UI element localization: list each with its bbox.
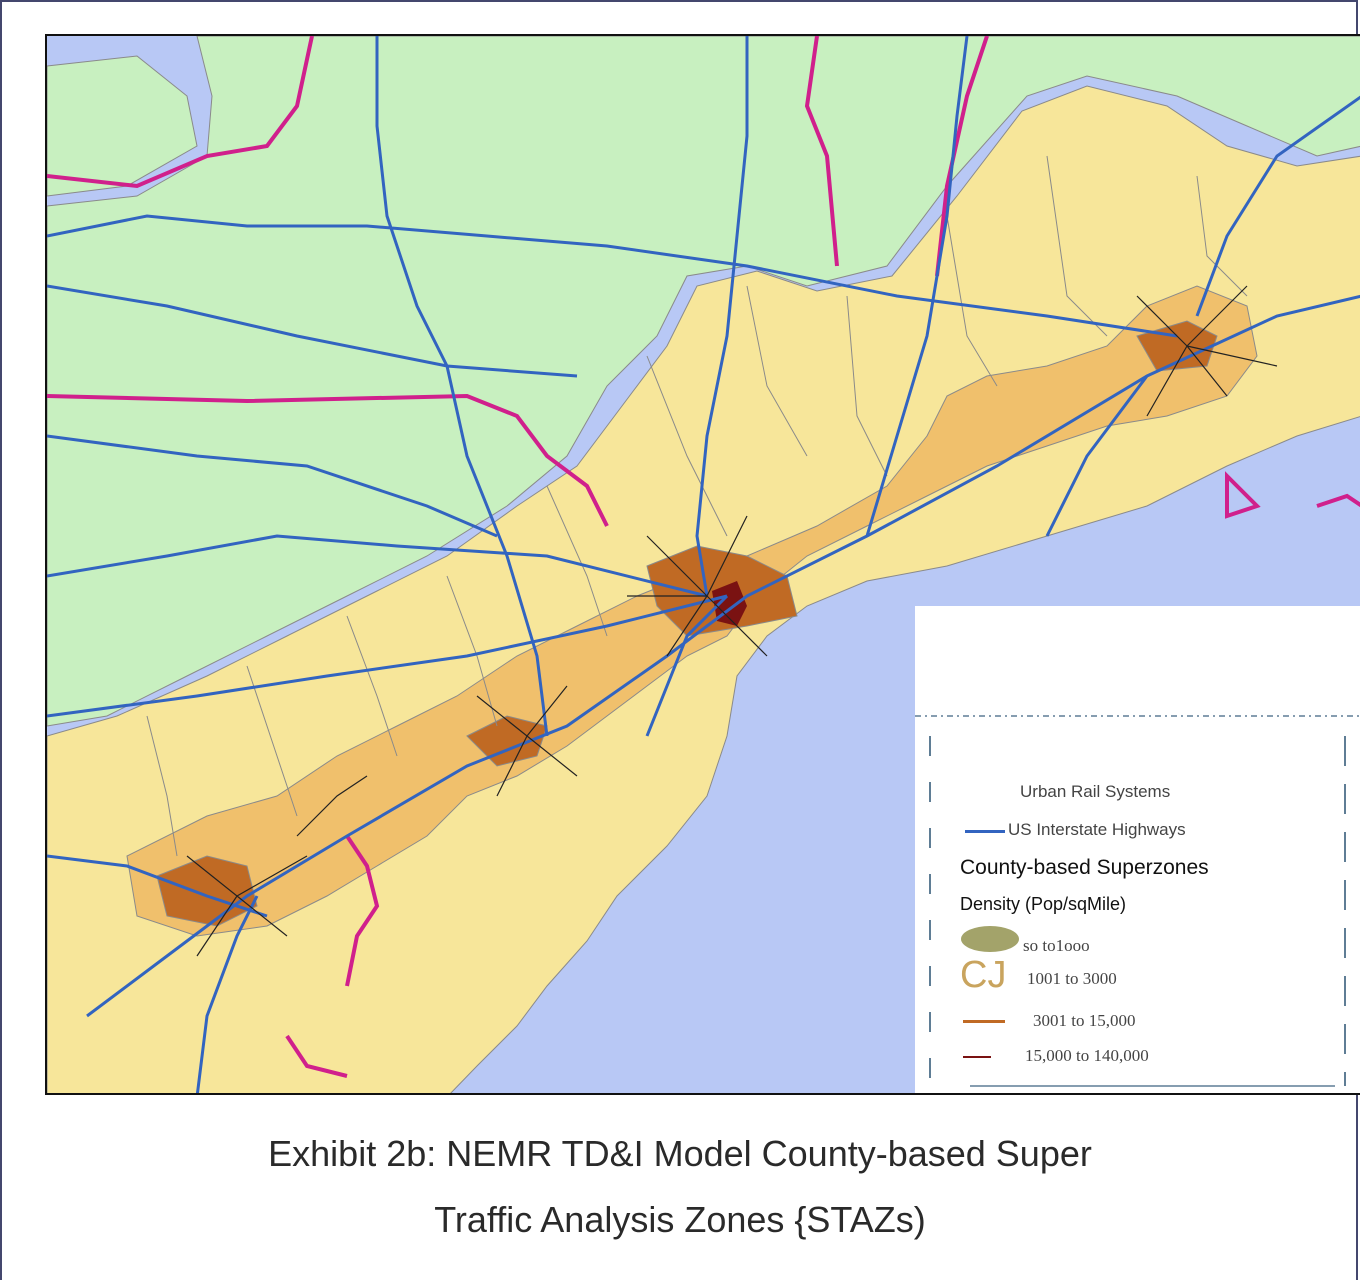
legend-rail-label: Urban Rail Systems bbox=[1020, 782, 1171, 801]
state-borders bbox=[47, 36, 1360, 1078]
legend-box-lines bbox=[915, 715, 1360, 1087]
legend-class-swatch bbox=[963, 1056, 991, 1058]
legend-highway-label: US Interstate Highways bbox=[1008, 820, 1186, 839]
caption-line-1: Exhibit 2b: NEMR TD&I Model County-based… bbox=[268, 1133, 1092, 1174]
legend-class-swatch bbox=[963, 1020, 1005, 1023]
high-density-cores bbox=[156, 320, 1218, 927]
caption-line-2: Traffic Analysis Zones {STAZs) bbox=[434, 1199, 926, 1240]
legend-class-label: so to1ooo bbox=[1023, 936, 1090, 955]
figure-caption: Exhibit 2b: NEMR TD&I Model County-based… bbox=[0, 1133, 1360, 1241]
interstate-highways bbox=[47, 36, 1360, 1093]
map-canvas bbox=[47, 36, 1360, 1093]
coastal-water bbox=[470, 606, 915, 1093]
urban-rail-lines bbox=[186, 285, 1278, 957]
map[interactable]: Urban Rail Systems US Interstate Highway… bbox=[45, 34, 1360, 1095]
land-outside-region bbox=[47, 36, 1360, 727]
legend-highway-swatch bbox=[965, 830, 1005, 833]
legend-class-label: 15,000 to 140,000 bbox=[1025, 1046, 1149, 1065]
legend-title: County-based Superzones bbox=[960, 856, 1209, 879]
legend-subtitle: Density (Pop/sqMile) bbox=[960, 894, 1127, 914]
legend-class-label: 1001 to 3000 bbox=[1027, 969, 1117, 988]
county-borders bbox=[146, 155, 1248, 857]
legend-class-swatch bbox=[961, 926, 1019, 952]
legend-class-swatch: CJ bbox=[960, 954, 1007, 996]
legend-class-label: 3001 to 15,000 bbox=[1033, 1011, 1136, 1030]
map-legend: Urban Rail Systems US Interstate Highway… bbox=[915, 606, 1360, 1093]
